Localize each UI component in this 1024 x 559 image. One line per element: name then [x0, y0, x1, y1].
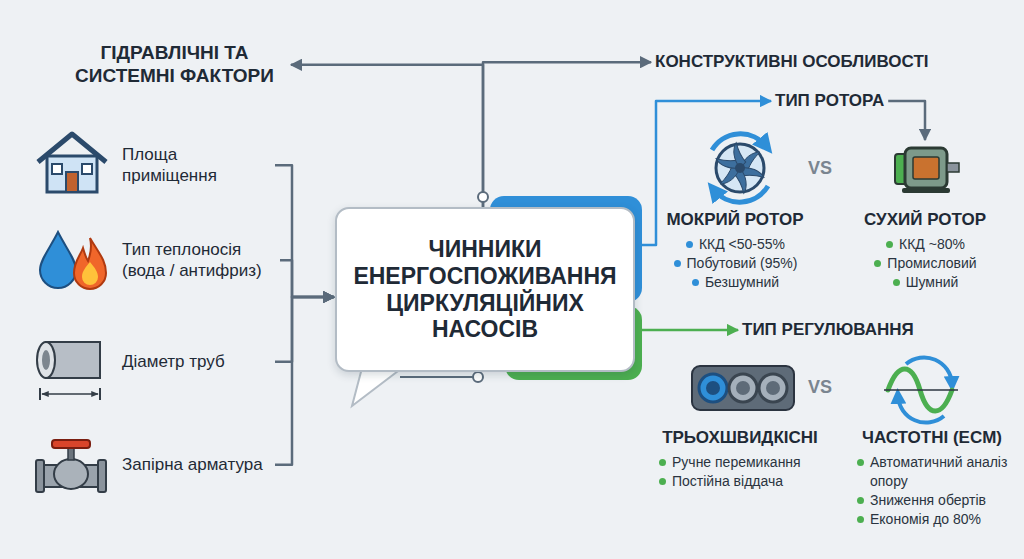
- group-heading-box: КОНСТРУКТИВНІ ОСОБЛИВОСТІ: [655, 50, 929, 74]
- switch-panel: [692, 366, 794, 410]
- connector-arrow: [280, 260, 334, 297]
- bullet-text: Економія до 80%: [856, 510, 1016, 529]
- factor-label-text: Запірна арматура: [122, 454, 272, 475]
- factor-label-box: Площа приміщення: [122, 144, 272, 187]
- connector-arrow: [275, 297, 334, 362]
- dim-line: [42, 393, 98, 395]
- pipe-icon: [37, 342, 100, 400]
- fluid-icon: [40, 232, 106, 289]
- category-heading-box: ТИП РЕГУЛЮВАННЯ: [742, 318, 914, 342]
- option-box: ТРЬОХШВИДКІСНІ Ручне перемиканняПостійна …: [650, 362, 830, 491]
- connector-arrow: [483, 62, 651, 207]
- speech-tail: [352, 368, 402, 406]
- valve-icon: [36, 440, 106, 492]
- connector-dot: [478, 192, 488, 202]
- house-roof: [38, 134, 106, 162]
- category-heading-box: ТИП РОТОРА: [775, 89, 884, 113]
- connector-arrow: [641, 329, 738, 332]
- factor-label-box: Запірна арматура: [122, 454, 272, 475]
- group-heading-box: ГІДРАВЛІЧНІ ТА СИСТЕМНІ ФАКТОРИ: [62, 42, 287, 88]
- group-heading-text: ГІДРАВЛІЧНІ ТА СИСТЕМНІ ФАКТОРИ: [62, 42, 287, 88]
- vs-label: VS: [808, 377, 832, 398]
- bullet-text: Зниження обертів: [856, 491, 1016, 510]
- dry-rotor-icon: [895, 148, 959, 193]
- speed-button-core: [736, 381, 750, 395]
- bullet-text: Побутовий (95%): [673, 254, 798, 273]
- option-heading: СУХИЙ РОТОР: [850, 210, 1000, 230]
- option-heading: МОКРИЙ РОТОР: [650, 210, 820, 230]
- speed-button-core: [766, 381, 780, 395]
- bullet-text: Шумний: [892, 273, 959, 292]
- impeller-housing: [716, 144, 764, 192]
- factor-title-text: ЧИННИКИ ЕНЕРГОСПОЖИВАННЯ ЦИРКУЛЯЦІЙНИХ Н…: [351, 236, 619, 343]
- bullet-text: Автоматичний аналіз опору: [856, 453, 1016, 491]
- flame: [74, 238, 106, 289]
- connector-arrow: [275, 297, 334, 465]
- house-body: [47, 156, 97, 192]
- valve-handle: [52, 440, 90, 448]
- factor-label-box: Діаметр труб: [122, 351, 272, 372]
- three-speed-icon: [692, 366, 794, 410]
- dim-tick: [39, 388, 41, 400]
- vs-label: VS: [808, 158, 832, 179]
- dim-tick: [99, 388, 101, 400]
- option-heading: ЧАСТОТНІ (ECM): [848, 428, 1016, 448]
- factor-label-text: Діаметр труб: [122, 351, 272, 372]
- bullet-text: Постійна віддача: [658, 472, 830, 491]
- option-heading: ТРЬОХШВИДКІСНІ: [650, 428, 830, 448]
- impeller-blades: [716, 143, 764, 194]
- bullet-text: Ручне перемикання: [658, 453, 830, 472]
- connector-arrow: [888, 101, 925, 140]
- option-box: СУХИЙ РОТОР ККД ~80%ПромисловийШумний: [850, 138, 1000, 292]
- ecm-icon: [884, 357, 958, 422]
- house-window: [82, 164, 92, 174]
- speed-button: [729, 374, 757, 402]
- motor-shaft: [947, 163, 959, 172]
- impeller-hub: [735, 163, 745, 173]
- bullet-text: Промисловий: [873, 254, 976, 273]
- motor-base: [902, 188, 950, 193]
- valve-bulb: [54, 459, 88, 489]
- water-drop: [40, 232, 76, 288]
- category-heading-text: ТИП РОТОРА: [775, 89, 884, 113]
- speed-button: [699, 374, 727, 402]
- category-heading-text: ТИП РЕГУЛЮВАННЯ: [742, 318, 914, 342]
- connector-arrow: [275, 165, 334, 297]
- factor-label-box: Тип теплоносія (вода / антифриз): [122, 239, 277, 282]
- wet-rotor-icon: [712, 134, 768, 202]
- factor-title-box: ЧИННИКИ ЕНЕРГОСПОЖИВАННЯ ЦИРКУЛЯЦІЙНИХ Н…: [335, 207, 635, 372]
- group-heading-text: КОНСТРУКТИВНІ ОСОБЛИВОСТІ: [655, 50, 929, 74]
- house-door: [66, 172, 78, 192]
- speed-button-core: [706, 381, 720, 395]
- valve-flange: [98, 460, 106, 492]
- factor-label-text: Площа приміщення: [122, 144, 272, 187]
- bullet-text: ККД ~80%: [885, 235, 965, 254]
- valve-flange: [36, 460, 44, 492]
- bullet-text: Безшумний: [691, 273, 779, 292]
- option-box: МОКРИЙ РОТОР ККД <50-55%Побутовий (95%)Бе…: [650, 138, 820, 292]
- decor-line: [400, 372, 483, 382]
- decor-dot: [473, 372, 483, 382]
- pipe-end: [37, 342, 55, 378]
- motor-winding: [913, 157, 939, 179]
- flame-core: [82, 262, 98, 285]
- connector-arrow: [291, 65, 483, 207]
- option-box: ЧАСТОТНІ (ECM) Автоматичний аналіз опоруЗ…: [848, 362, 1016, 529]
- factor-label-text: Тип теплоносія (вода / антифриз): [122, 239, 277, 282]
- wave-axis: [884, 389, 958, 391]
- motor-body: [905, 148, 947, 188]
- decor-line: [400, 376, 473, 378]
- speed-button: [759, 374, 787, 402]
- house-icon: [38, 134, 106, 192]
- pipe-bore: [42, 350, 50, 370]
- house-window: [52, 164, 62, 174]
- bullet-text: ККД <50-55%: [685, 235, 785, 254]
